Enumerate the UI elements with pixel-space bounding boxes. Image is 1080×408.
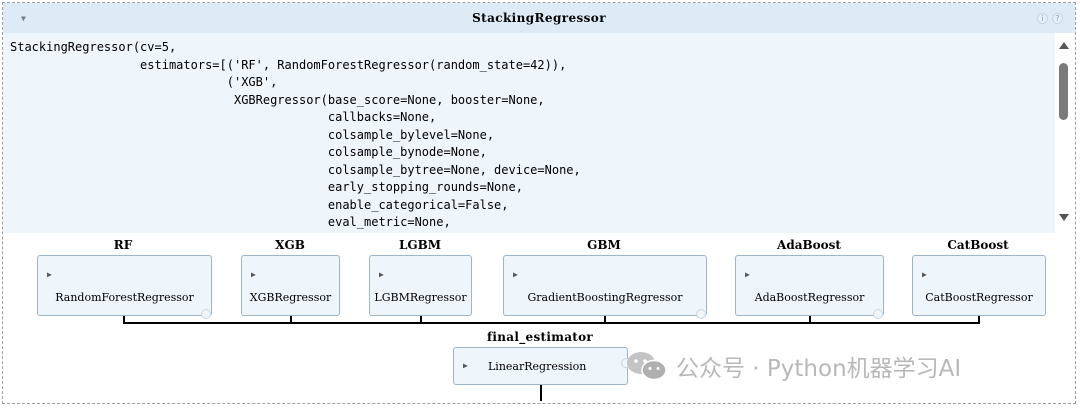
final-estimator-name: LinearRegression bbox=[488, 360, 587, 373]
help-icon[interactable]: ? bbox=[1052, 13, 1063, 24]
estimator-name: CatBoostRegressor bbox=[925, 291, 1033, 304]
connector-line bbox=[420, 316, 422, 324]
estimator-label-xgb: XGB bbox=[275, 238, 305, 252]
doc-link-icon[interactable] bbox=[201, 309, 211, 319]
doc-link-icon[interactable] bbox=[873, 309, 883, 319]
connector-line bbox=[290, 316, 292, 324]
estimator-label-lgbm: LGBM bbox=[398, 238, 442, 252]
estimator-box-gbm[interactable]: ▶ GradientBoostingRegressor bbox=[503, 255, 707, 319]
panel-header[interactable]: ▼ StackingRegressor i ? bbox=[3, 3, 1075, 33]
watermark: 公众号 · Python机器学习AI bbox=[624, 350, 961, 382]
connector-line bbox=[809, 316, 811, 324]
estimator-box-xgb[interactable]: ▶ XGBRegressor bbox=[241, 255, 340, 316]
expand-arrow-icon[interactable]: ▶ bbox=[922, 270, 927, 279]
estimator-label-catboost: CatBoost bbox=[947, 238, 1009, 252]
panel-title: StackingRegressor bbox=[472, 11, 606, 25]
connector-line bbox=[123, 316, 125, 324]
estimator-name: LGBMRegressor bbox=[374, 291, 467, 304]
connector-line bbox=[123, 322, 980, 324]
estimator-box-catboost[interactable]: ▶ CatBoostRegressor bbox=[912, 255, 1046, 316]
collapse-arrow-icon[interactable]: ▼ bbox=[21, 14, 26, 23]
expand-arrow-icon[interactable]: ▶ bbox=[745, 270, 750, 279]
final-estimator-label: final_estimator bbox=[486, 330, 594, 344]
expand-arrow-icon[interactable]: ▶ bbox=[463, 361, 468, 370]
estimator-name: XGBRegressor bbox=[249, 291, 332, 304]
info-icon[interactable]: i bbox=[1037, 13, 1048, 24]
connector-line bbox=[978, 316, 980, 324]
final-estimator-box[interactable]: ▶ LinearRegression bbox=[453, 347, 631, 385]
estimator-box-lgbm[interactable]: ▶ LGBMRegressor bbox=[369, 255, 472, 316]
expand-arrow-icon[interactable]: ▶ bbox=[379, 270, 384, 279]
estimator-repr-code: StackingRegressor(cv=5, estimators=[('RF… bbox=[3, 33, 1055, 233]
estimator-label-rf: RF bbox=[113, 238, 133, 252]
doc-link-icon[interactable] bbox=[696, 309, 706, 319]
wechat-icon bbox=[627, 352, 667, 381]
scroll-thumb[interactable] bbox=[1059, 63, 1068, 120]
estimator-label-adaboost: AdaBoost bbox=[777, 238, 841, 252]
estimator-name: AdaBoostRegressor bbox=[754, 291, 865, 304]
connector-line bbox=[604, 316, 606, 324]
code-scrollbar[interactable] bbox=[1056, 37, 1072, 227]
scroll-up-icon[interactable] bbox=[1059, 42, 1069, 49]
estimator-label-gbm: GBM bbox=[587, 238, 621, 252]
estimator-box-adaboost[interactable]: ▶ AdaBoostRegressor bbox=[735, 255, 884, 319]
estimator-panel-frame bbox=[2, 2, 1076, 404]
code-text: StackingRegressor(cv=5, estimators=[('RF… bbox=[10, 40, 581, 229]
estimator-box-rf[interactable]: ▶ RandomForestRegressor bbox=[37, 255, 212, 319]
connector-line bbox=[540, 385, 542, 401]
watermark-text: 公众号 · Python机器学习AI bbox=[676, 356, 962, 382]
estimator-name: RandomForestRegressor bbox=[55, 291, 194, 304]
scroll-down-icon[interactable] bbox=[1059, 214, 1069, 221]
expand-arrow-icon[interactable]: ▶ bbox=[47, 270, 52, 279]
estimator-name: GradientBoostingRegressor bbox=[527, 291, 683, 304]
expand-arrow-icon[interactable]: ▶ bbox=[513, 270, 518, 279]
expand-arrow-icon[interactable]: ▶ bbox=[251, 270, 256, 279]
